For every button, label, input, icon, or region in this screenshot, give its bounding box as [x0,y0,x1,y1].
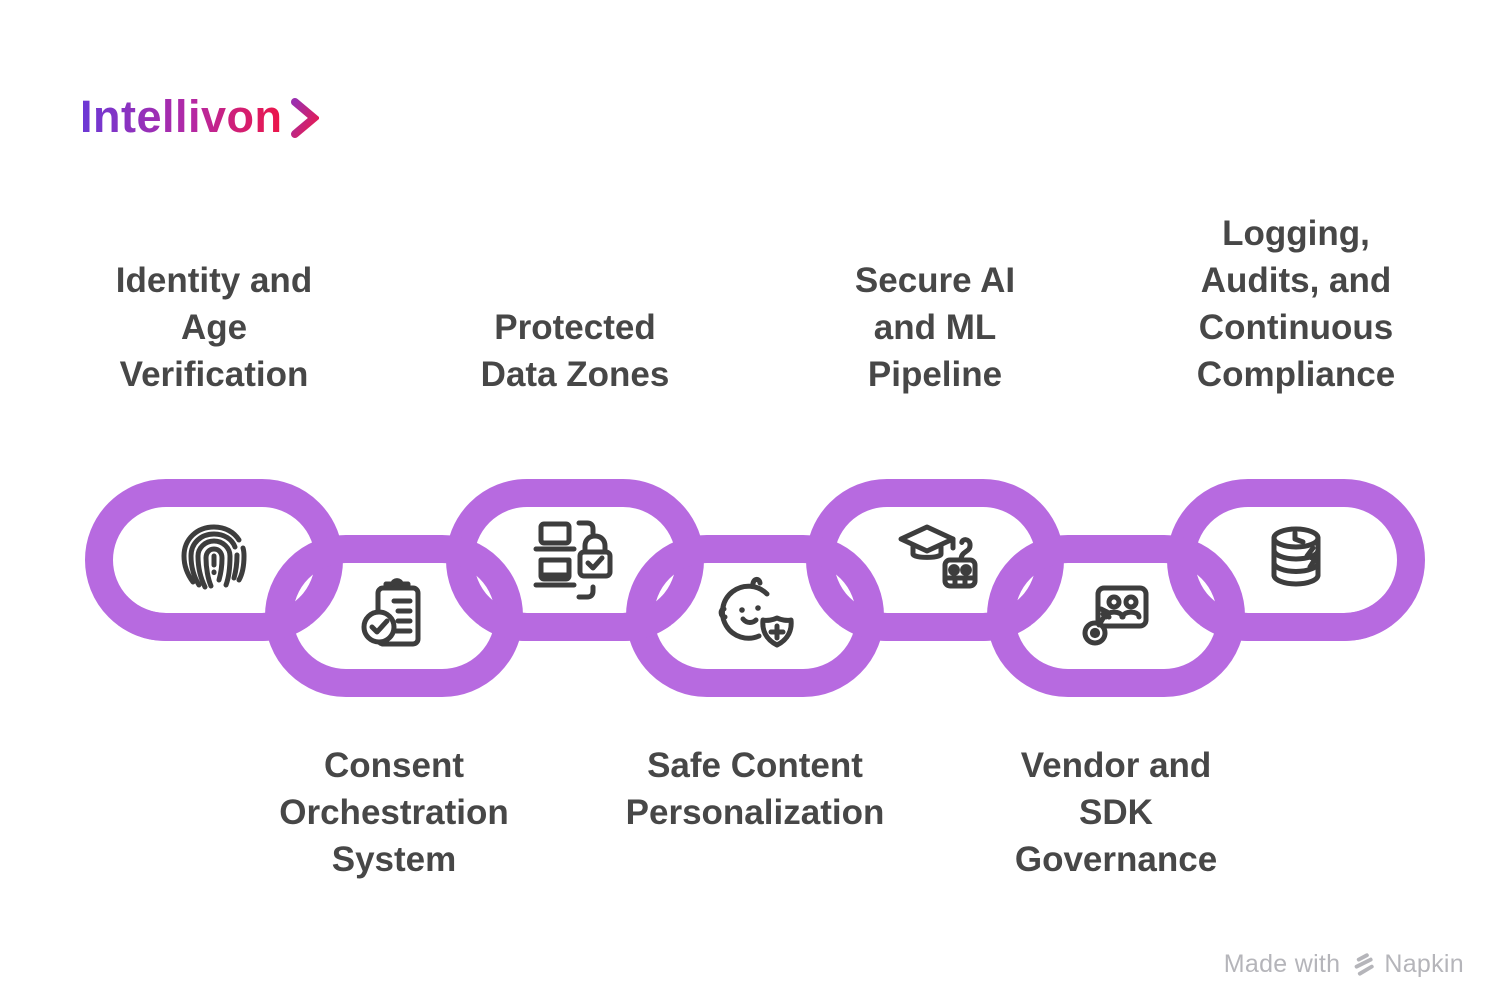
label-safe-content-personalization: Safe Content Personalization [625,746,885,832]
label-secure-ai-ml-pipeline: Secure AI and ML Pipeline [854,261,1016,394]
watermark: Made with Napkin [1224,950,1464,979]
watermark-text: Made with [1223,950,1341,978]
clipboard-check-icon [361,578,421,647]
devices-lock-icon [533,520,613,600]
label-protected-data-zones: Protected Data Zones [480,308,670,394]
graduation-robot-icon [898,524,978,589]
child-shield-icon [718,576,794,648]
database-audit-icon [1271,526,1321,587]
fingerprint-icon [181,524,247,590]
brand-logo: Intellivon [80,94,319,139]
label-identity-age-verification: Identity and Age Verification [115,261,313,394]
label-vendor-sdk-governance: Vendor and SDK Governance [1014,746,1218,879]
watermark-brand: Napkin [1384,950,1464,978]
chevron-right-icon [290,97,319,138]
badge-key-icon [1082,585,1149,646]
brand-logo-text: Intellivon [80,91,283,142]
label-logging-audits-continuous-compliance: Logging, Audits, and Continuous Complian… [1196,214,1396,394]
label-consent-orchestration-system: Consent Orchestration System [279,746,509,879]
napkin-logo-icon [1355,952,1375,976]
